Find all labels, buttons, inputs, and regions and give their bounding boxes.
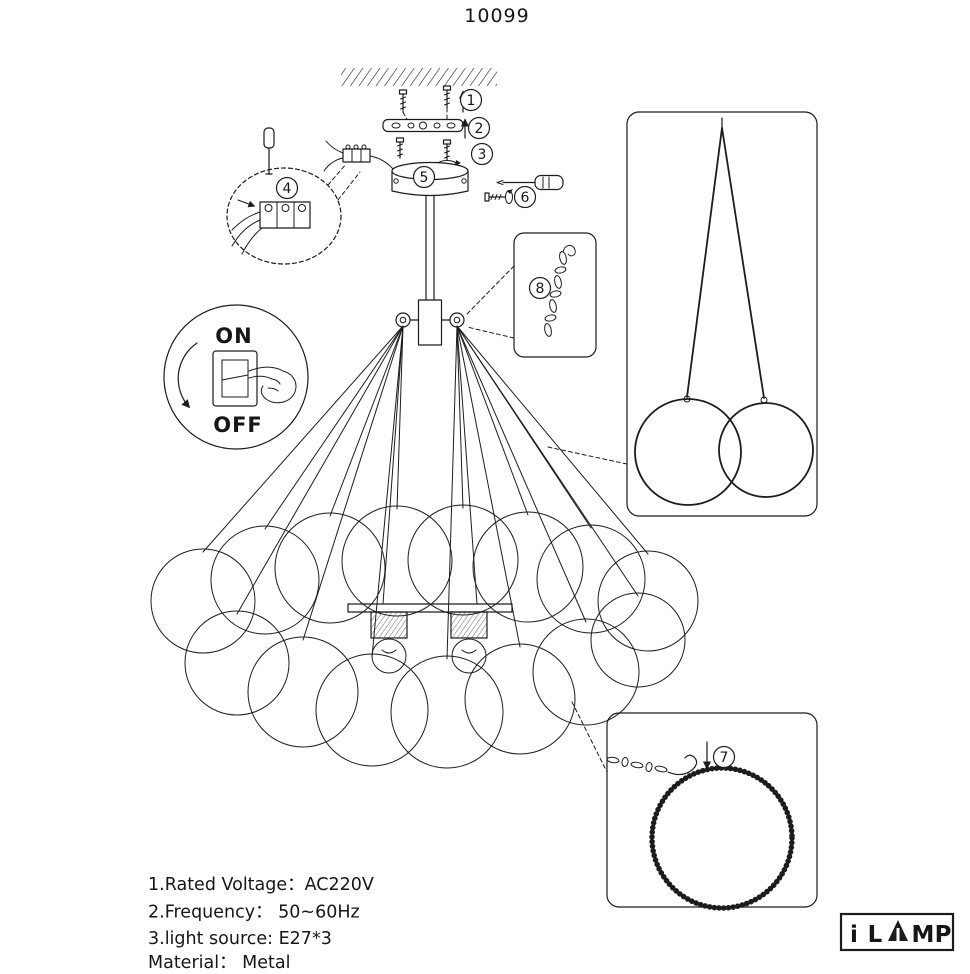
glass-ball [532, 618, 640, 726]
step-badge-7: 7 [712, 745, 736, 769]
light-bulb [451, 638, 487, 674]
logo-letter-m: M [912, 922, 935, 948]
glass-ball [407, 504, 519, 616]
lamp-socket [370, 611, 408, 639]
light-bulb [371, 638, 407, 674]
glass-ball [464, 643, 576, 755]
glass-ball [150, 548, 256, 654]
terminal-block-on-bracket [323, 140, 394, 172]
lamp-socket [450, 611, 488, 639]
hook [667, 754, 698, 776]
step-badge-2: 2 [467, 116, 491, 140]
step-number: 7 [720, 750, 729, 766]
on-label: ON [215, 324, 252, 348]
page-title: 10099 [464, 5, 529, 27]
logo-letter-i: i [850, 922, 858, 948]
glass-ball [597, 550, 699, 652]
glass-ball [184, 610, 290, 716]
step-1-anchor-screws: 1 [398, 85, 483, 124]
hanging-ring [718, 402, 814, 498]
logo-letter-p: P [935, 922, 952, 948]
step-6-screwdriver: 6 [484, 174, 564, 209]
step-badge-8: 8 [528, 276, 552, 300]
spec-material: Material： Metal [148, 953, 290, 970]
step-badge-1: 1 [459, 88, 483, 112]
spec-light-source: 3.light source: E27*3 [148, 929, 332, 949]
wall-switch [212, 350, 258, 407]
step-badge-5: 5 [412, 165, 436, 189]
hand [248, 366, 284, 372]
lamp-socket-assembly [347, 603, 513, 674]
step-number: 8 [536, 281, 545, 297]
step-2-mounting-bracket: 2 [382, 116, 491, 140]
step-8-chain-detail-box: 8 [466, 232, 597, 358]
rod-and-hub [395, 195, 465, 346]
beaded-ring [649, 765, 795, 911]
off-label: OFF [213, 413, 263, 437]
step-badge-6: 6 [513, 185, 537, 209]
step-number: 6 [521, 190, 530, 206]
glass-ball [274, 512, 386, 624]
step-number: 5 [420, 170, 429, 186]
step-number: 3 [478, 147, 487, 163]
step-badge-3: 3 [470, 142, 494, 166]
step-number: 1 [467, 93, 476, 109]
spec-rated-voltage: 1.Rated Voltage：AC220V [148, 875, 374, 895]
glass-ball [472, 511, 584, 623]
step-4-wiring-detail: 4 [226, 127, 361, 265]
glass-ball [247, 636, 359, 748]
logo-letter-l: L [868, 922, 883, 948]
glass-ball [590, 592, 686, 688]
hanging-ring [634, 398, 742, 506]
specifications: 1.Rated Voltage：AC220V 2.Frequency： 50~6… [148, 875, 374, 973]
glass-ball [536, 524, 646, 634]
glass-ball-cluster [150, 504, 699, 769]
glass-ball [210, 525, 320, 635]
double-ring-detail-box [547, 111, 818, 517]
glass-ball [315, 653, 429, 767]
onoff-switch-detail: ON OFF [163, 304, 309, 450]
step-5-canopy: 5 [391, 161, 469, 197]
glass-ball [341, 505, 453, 617]
step-badge-4: 4 [275, 176, 299, 200]
step-number: 4 [283, 181, 292, 197]
suspension-cords [202, 325, 649, 660]
ceiling-hatch [341, 68, 497, 86]
spec-frequency: 2.Frequency： 50~60Hz [148, 903, 360, 923]
step-7-ring-hook-detail-box: 7 [571, 701, 818, 911]
glass-ball [390, 655, 504, 769]
ilamp-logo: i L M P [839, 912, 955, 952]
step-number: 2 [475, 121, 484, 137]
flip-arrow [177, 342, 198, 409]
